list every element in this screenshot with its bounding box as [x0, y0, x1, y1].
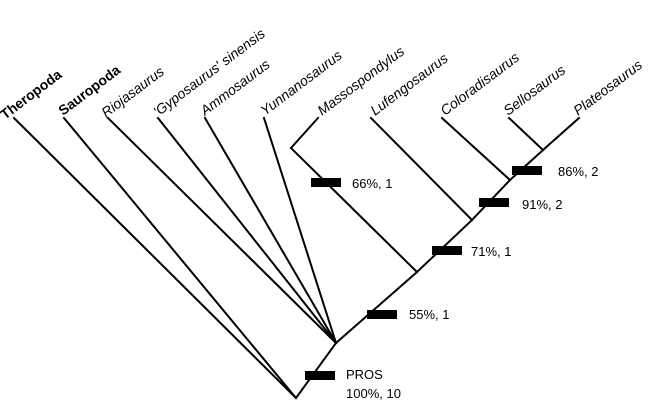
support-node71: 71%, 1	[471, 244, 511, 259]
branch-root-theropoda	[12, 116, 298, 400]
support-prosauropoda: 100%, 10	[346, 386, 401, 401]
support-node55: 55%, 1	[409, 307, 449, 322]
bar-node86	[512, 166, 542, 175]
branch-plateosaurus	[541, 116, 581, 152]
taxon-plateosaurus: Plateosaurus	[570, 56, 645, 118]
support-labels: PROS 100%, 10 55%, 1 71%, 1 91%, 2 86%, …	[346, 164, 598, 401]
branch-coloradisaurus	[440, 116, 512, 182]
branch-prosauropoda-node55	[334, 270, 419, 345]
branch-gyposaurus	[156, 116, 338, 345]
branch-node55-node66	[289, 146, 419, 274]
support-node86: 86%, 2	[558, 164, 598, 179]
branch-node91-node86	[508, 148, 545, 182]
bar-node91	[479, 198, 509, 207]
node-label-prosauropoda: PROS	[346, 367, 383, 382]
support-node91: 91%, 2	[522, 197, 562, 212]
bar-node66	[311, 178, 341, 187]
bar-prosauropoda	[305, 371, 335, 380]
support-node66: 66%, 1	[352, 176, 392, 191]
branch-ammosaurus	[203, 116, 338, 345]
branch-root-sauropoda	[62, 116, 298, 400]
taxon-labels: Theropoda Sauropoda Riojasaurus 'Gyposau…	[0, 25, 645, 122]
taxon-theropoda: Theropoda	[0, 66, 65, 122]
branch-sellosaurus	[507, 116, 545, 152]
support-bars	[305, 166, 542, 380]
branch-riojasaurus	[106, 116, 338, 345]
branch-node66-massospondylus	[289, 116, 320, 150]
branch-lufengosaurus	[369, 116, 474, 222]
branch-root-prosauropoda	[294, 341, 338, 400]
bar-node71	[432, 246, 462, 255]
bar-node55	[367, 310, 397, 319]
branch-yunnanosaurus	[262, 116, 338, 345]
